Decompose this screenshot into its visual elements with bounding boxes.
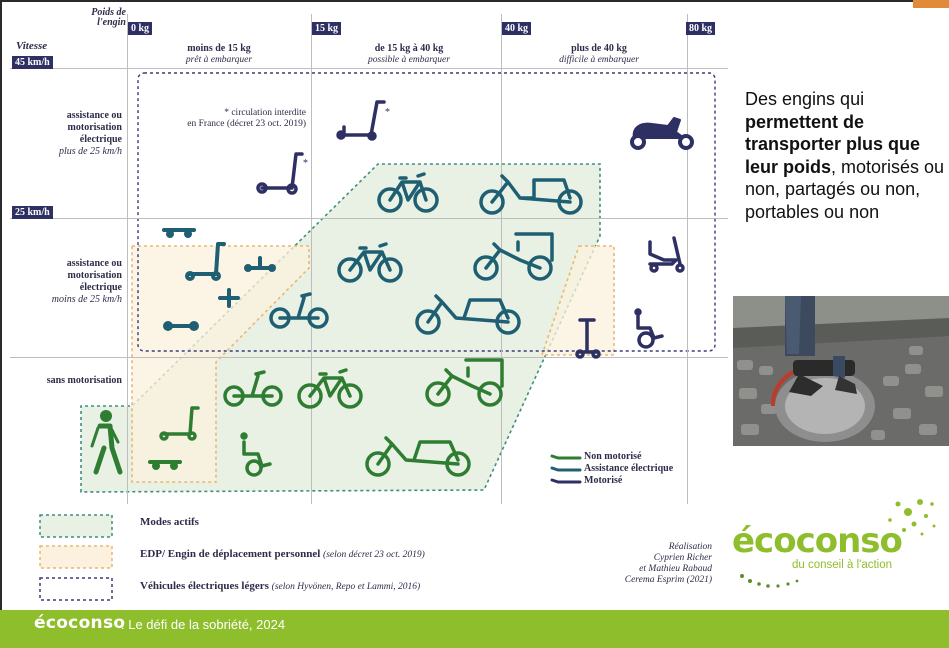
monowheel-icon: [218, 288, 240, 308]
edp-zone: [131, 245, 615, 483]
legend-swatch-active: [39, 514, 113, 538]
slide-body-text: Des engins qui permettent de transporter…: [745, 89, 945, 222]
footer-text: : Le défi de la sobriété, 2024: [121, 617, 286, 632]
credits: Réalisation Cyprien Richer et Mathieu Ra…: [624, 542, 712, 585]
legend-entry-edp: EDP/ Engin de déplacement personnel (sel…: [140, 548, 425, 560]
badge-brand: écoconso: [732, 521, 902, 561]
segway-icon: [575, 318, 601, 359]
column-subtitle-1: possible à embarquer: [368, 55, 450, 65]
legend-label-edp: EDP/ Engin de déplacement personnel: [140, 548, 321, 560]
vehicle-key-lines: [550, 454, 582, 484]
footer-brand: écoconso: [34, 613, 126, 633]
weight-tick-2: 40 kg: [502, 22, 532, 35]
grid-line-45kmh: [10, 68, 728, 69]
longtail-ebike-icon: [473, 232, 554, 281]
electric-unicycle-photo: [733, 296, 949, 446]
column-subtitle-0: prêt à embarquer: [185, 55, 253, 65]
column-subtitle-2: difficile à embarquer: [559, 55, 639, 65]
grid-line-0kg: [127, 14, 128, 504]
row-label-1: assistance ou motorisation électrique mo…: [51, 258, 122, 305]
footnote: * circulation interdite en France (décre…: [187, 108, 306, 129]
cargo-ebike-icon-2: [415, 294, 521, 335]
legend-label-vel: Véhicules électriques légers: [140, 580, 269, 592]
column-title-2: plus de 40 kg: [571, 43, 627, 54]
grid-line-25kmh: [10, 218, 728, 219]
mobility-scooter-icon: [648, 236, 685, 273]
legend-swatch-vel: [39, 577, 113, 601]
zone-shapes: [39, 72, 716, 601]
footer-bar: [0, 610, 949, 648]
grid-line-80kg: [687, 14, 688, 504]
moped-icon: [630, 117, 694, 150]
asterisk-2: *: [303, 158, 308, 169]
axis-speed-label: Vitesse: [16, 40, 48, 52]
power-wheelchair-icon: [634, 308, 664, 349]
folding-bike-icon: [223, 370, 283, 407]
mobility-infographic: Poids de l'engin Vitesse 0 kg 15 kg 40 k…: [4, 2, 732, 609]
light-electric-zone: [137, 72, 716, 352]
badge-tagline: du conseil à l'action: [792, 559, 892, 571]
column-title-1: de 15 kg à 40 kg: [374, 43, 444, 54]
skateboard-electric-icon: [162, 228, 196, 238]
ebike-icon-2: [337, 242, 403, 283]
weight-tick-1: 15 kg: [312, 22, 342, 35]
ecoconso-badge: écoconso du conseil à l'action: [727, 483, 949, 648]
row-label-2: sans motorisation: [46, 375, 122, 386]
asterisk-1: *: [385, 107, 390, 118]
legend-entry-vel: Véhicules électriques légers (selon Hyvö…: [140, 580, 420, 592]
corner-accent: [913, 0, 949, 8]
ebike-icon-1: [377, 172, 439, 213]
weight-tick-3: 80 kg: [686, 22, 716, 35]
row-label-0: assistance ou motorisation électrique pl…: [58, 110, 122, 157]
kick-scooter-electric-icon: [185, 242, 226, 281]
weight-tick-0: 0 kg: [128, 22, 153, 35]
kick-scooter-icon: [159, 406, 200, 441]
top-border: [0, 0, 949, 2]
kick-scooter-motor-icon: [256, 152, 304, 195]
cargo-bike-icon: [365, 436, 471, 477]
pedestrian-icon: [90, 410, 123, 475]
grid-line-nomotor: [10, 357, 728, 358]
cargo-ebike-icon-1: [479, 174, 583, 215]
legend-swatch-edp: [39, 545, 113, 569]
axis-weight-label: Poids de l'engin: [91, 7, 126, 28]
legend-note-vel: (selon Hyvönen, Repo et Lammi, 2016): [271, 582, 421, 592]
grid-line-15kg: [311, 14, 312, 504]
grid-line-40kg: [501, 14, 502, 504]
column-title-0: moins de 15 kg: [187, 43, 251, 54]
longtail-bike-icon: [425, 358, 504, 407]
body-text-emphasis: permettent de transporter plus que leur …: [745, 111, 921, 177]
key-label-motor: Motorisé: [584, 475, 623, 486]
key-label-electric: Assistance électrique: [584, 463, 674, 474]
legend-label-active: Modes actifs: [140, 516, 199, 528]
skateboard-icon: [148, 460, 182, 470]
key-label-nonmotor: Non motorisé: [584, 451, 642, 462]
bicycle-icon: [297, 368, 363, 409]
scooter-motor-icon: [336, 100, 386, 141]
legend-note-edp: (selon décret 23 oct. 2019): [323, 550, 425, 560]
left-border: [0, 0, 2, 610]
vehicle-icons: * *: [90, 100, 694, 484]
speed-tick-0: 45 km/h: [12, 56, 53, 69]
folding-ebike-icon: [269, 292, 329, 329]
unicycle-electric-icon: [163, 321, 199, 331]
wheelchair-icon: [240, 432, 272, 477]
speed-tick-1: 25 km/h: [12, 206, 53, 219]
hoverboard-electric-icon: [244, 256, 276, 272]
